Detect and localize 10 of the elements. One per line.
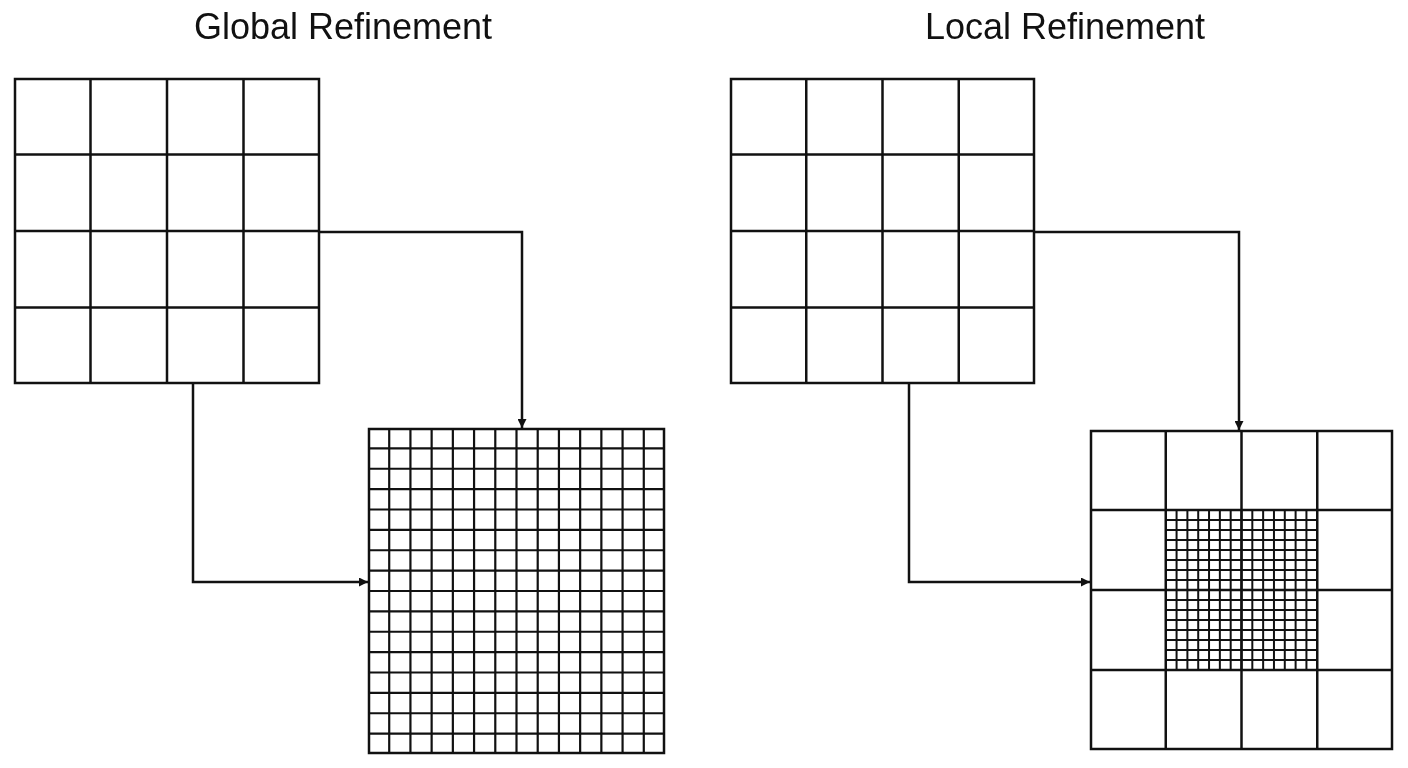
mesh-grid-drawing — [368, 428, 665, 754]
mesh-grid-drawing — [1090, 430, 1393, 750]
mesh-grid-drawing — [730, 78, 1035, 384]
arrow — [907, 384, 1090, 587]
diagram-heading: Global Refinement — [192, 6, 494, 48]
arrow — [320, 230, 527, 428]
arrow — [1035, 230, 1244, 430]
mesh-grid-drawing — [14, 78, 320, 384]
diagram-heading: Local Refinement — [923, 6, 1207, 48]
arrow — [191, 384, 368, 587]
